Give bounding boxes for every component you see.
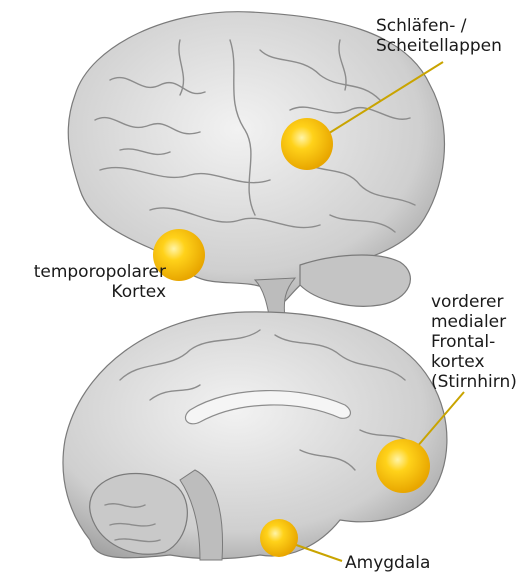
label-line: Frontal- (431, 332, 517, 352)
label-line: Kortex (6, 282, 166, 302)
label-temporal-pole: temporopolarer Kortex (6, 262, 166, 302)
medial-brain-view (63, 312, 447, 560)
label-amygdala: Amygdala (345, 553, 430, 573)
label-line: (Stirnhirn) (431, 372, 517, 392)
label-line: Schläfen- / (376, 16, 502, 36)
label-medial-prefrontal: vorderer medialer Frontal- kortex (Stirn… (431, 292, 517, 392)
label-line: Amygdala (345, 553, 430, 573)
label-line: vorderer (431, 292, 517, 312)
cerebellum-lateral (300, 255, 410, 306)
medial-prefrontal-spot (376, 439, 430, 493)
label-line: temporopolarer (6, 262, 166, 282)
label-line: medialer (431, 312, 517, 332)
temporoparietal-spot (281, 118, 333, 170)
amygdala-spot (260, 519, 298, 557)
label-temporoparietal: Schläfen- / Scheitellappen (376, 16, 502, 56)
label-line: kortex (431, 352, 517, 372)
label-line: Scheitellappen (376, 36, 502, 56)
